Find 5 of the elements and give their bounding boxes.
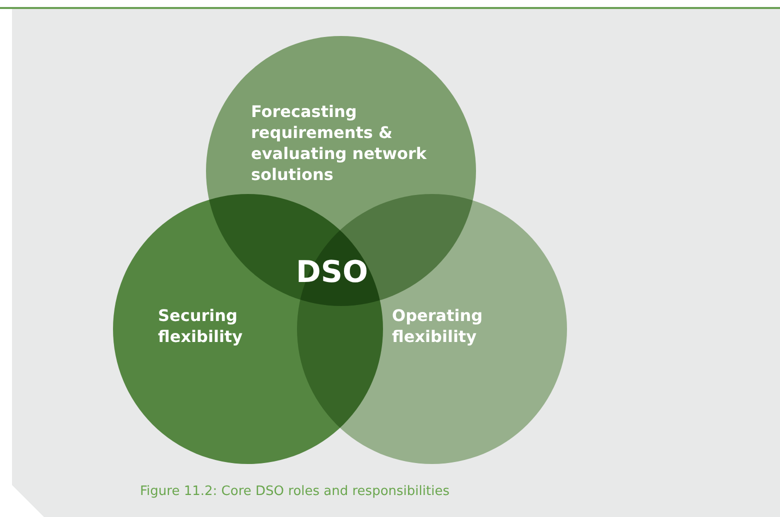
circle-label: Forecasting requirements & evaluating network solutions (251, 101, 428, 185)
circle-label: Operating flexibility (392, 305, 484, 347)
center-label: DSO (296, 255, 368, 290)
figure-caption: Figure 11.2: Core DSO roles and responsibilities (140, 484, 450, 499)
circle-label: Securing flexibility (158, 305, 244, 347)
